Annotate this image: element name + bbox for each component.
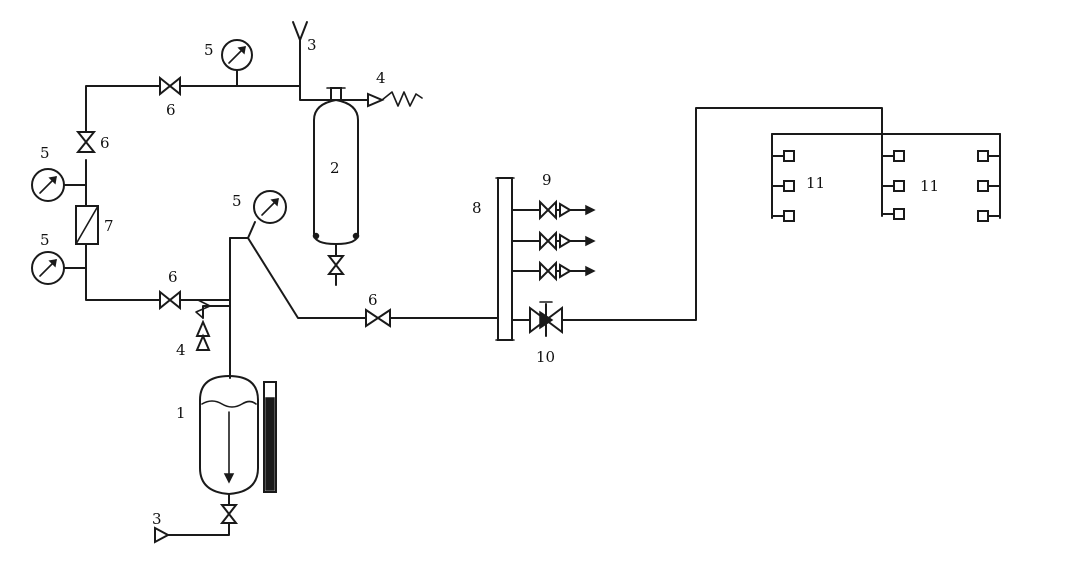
- label-nozzles-11-right: 11: [920, 177, 939, 195]
- filter-symbol: [75, 205, 99, 245]
- label-manifold-8: 8: [472, 199, 482, 217]
- label-valve-6-top: 6: [166, 101, 176, 119]
- valve-drain-tank-symbol: [219, 504, 239, 524]
- label-relief-4-left: 4: [176, 341, 186, 359]
- gauge-icon: [253, 190, 287, 224]
- valve-6-top-symbol: [159, 75, 181, 97]
- label-valve-6-left: 6: [100, 134, 110, 152]
- label-outlet-valves-9: 9: [542, 171, 552, 189]
- valve-6-left-symbol: [75, 131, 97, 153]
- gauge-icon: [31, 251, 65, 285]
- label-layer: 1 2 3 3 4 4 5 5 5 5 6 6 6 6 7 8 9 10 11 …: [40, 36, 939, 528]
- inlet-bottom-symbol: [154, 526, 171, 544]
- outlet-valve-1-symbol: [539, 199, 596, 221]
- pipe-left-lower: [85, 243, 231, 301]
- label-filter-7: 7: [104, 217, 114, 235]
- relief-valve-top-symbol: [340, 91, 423, 108]
- label-valve-6-right: 6: [368, 291, 378, 309]
- pipe-relief-branch: [202, 305, 231, 319]
- cylinder-symbol: [312, 87, 360, 245]
- inlet-top-symbol: [292, 21, 308, 41]
- gauge-icon: [31, 168, 65, 202]
- gauge-icon: [221, 39, 253, 71]
- valve-6-right-symbol: [365, 308, 391, 328]
- label-valve-6-lower: 6: [168, 268, 178, 286]
- label-gauge-5-left-lower: 5: [40, 231, 50, 249]
- nozzle-group-2: [881, 150, 905, 220]
- relief-valve-left-symbol: [195, 299, 211, 351]
- label-inlet-3-top: 3: [307, 36, 317, 54]
- tank-symbol: [199, 375, 277, 506]
- pipe-top: [85, 85, 301, 133]
- nozzle-group-1: [771, 150, 795, 222]
- pipe-to-nozzles: [511, 107, 883, 321]
- label-tank-1: 1: [176, 404, 186, 422]
- control-valve-symbol: [529, 301, 563, 337]
- label-gauge-5-top: 5: [204, 41, 214, 59]
- label-gauge-5-center: 5: [232, 192, 242, 210]
- manifold-symbol: [495, 177, 515, 341]
- label-gauge-5-left-upper: 5: [40, 144, 50, 162]
- label-relief-4-top: 4: [376, 69, 386, 87]
- valve-drain-cylinder-symbol: [326, 255, 346, 275]
- label-cylinder-2: 2: [330, 159, 340, 177]
- outlet-valve-2-symbol: [539, 230, 596, 252]
- pipe-network: [63, 39, 1001, 536]
- label-inlet-3-bottom: 3: [152, 510, 162, 528]
- nozzle-group-3: [977, 150, 1001, 222]
- pipe-main: [247, 237, 499, 319]
- label-nozzles-11-left: 11: [806, 174, 825, 192]
- pipe-bottom-inlet: [167, 499, 230, 536]
- pipe-top-to-cylinder: [299, 39, 337, 101]
- pipe-gauge-center-stub: [229, 221, 256, 239]
- label-control-valve-10: 10: [536, 348, 555, 366]
- outlet-valve-3-symbol: [539, 260, 596, 282]
- valve-6-lower-symbol: [159, 289, 181, 311]
